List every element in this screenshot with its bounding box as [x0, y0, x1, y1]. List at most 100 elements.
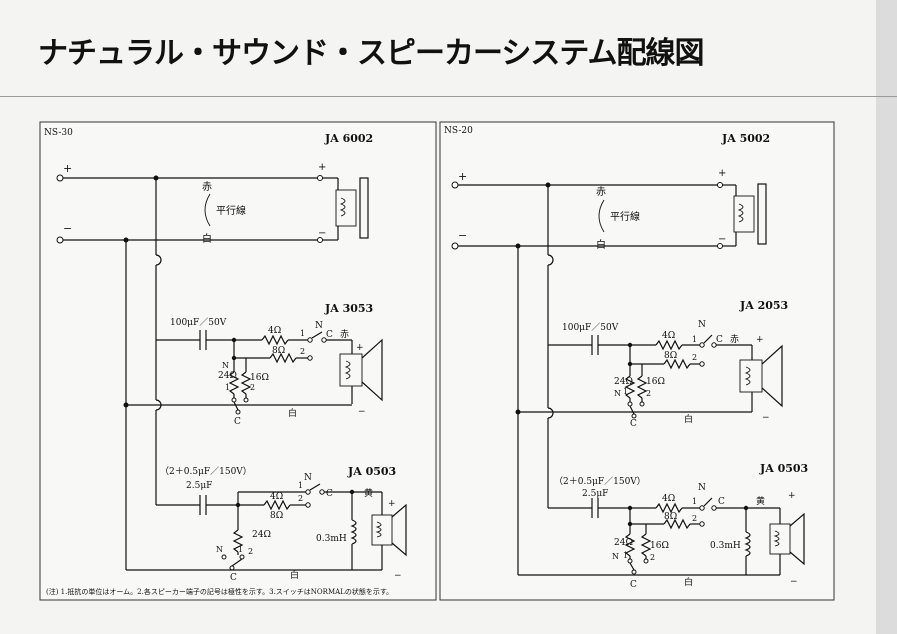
svg-text:白: 白 — [290, 569, 299, 581]
page-title: ナチュラル・サウンド・スピーカーシステム配線図 — [38, 36, 704, 71]
svg-text:−: − — [358, 407, 366, 417]
svg-text:N: N — [222, 361, 229, 370]
ns20-woofer-label: JA 5002 — [721, 132, 770, 145]
svg-text:8Ω: 8Ω — [272, 346, 285, 356]
ns20-tweeter-capacitor-label: 2.5μF — [582, 489, 608, 499]
svg-text:N: N — [698, 320, 706, 330]
panel-ns20 — [439, 121, 835, 601]
ns20-mid-capacitor-label: 100μF／50V — [562, 322, 619, 333]
svg-text:白: 白 — [288, 407, 297, 419]
ns20-mid-label: JA 2053 — [739, 299, 788, 312]
svg-text:4Ω: 4Ω — [270, 492, 283, 502]
svg-text:C: C — [326, 330, 333, 340]
svg-text:+: + — [356, 343, 364, 353]
svg-text:黄: 黄 — [756, 495, 765, 507]
svg-text:1: 1 — [623, 387, 628, 396]
svg-text:C: C — [630, 580, 637, 590]
svg-text:白: 白 — [684, 413, 693, 425]
svg-text:1: 1 — [225, 383, 230, 392]
svg-text:2: 2 — [646, 389, 651, 398]
svg-text:白: 白 — [684, 576, 693, 588]
svg-text:1: 1 — [300, 329, 305, 338]
svg-text:1: 1 — [238, 545, 243, 554]
svg-text:−: − — [718, 234, 726, 245]
svg-text:16Ω: 16Ω — [650, 541, 669, 551]
svg-text:+: + — [756, 335, 764, 345]
svg-text:C: C — [716, 335, 723, 345]
ns20-tweeter-capacitor-spec: （2＋0.5μF／150V） — [554, 476, 646, 487]
svg-text:N: N — [315, 321, 323, 331]
ns30-circuit: NS-30 JA 6002 JA 3053 JA 0503 + − + − 赤 … — [44, 128, 407, 596]
ns20-cable-label: 平行線 — [610, 210, 640, 223]
svg-text:1: 1 — [692, 335, 697, 344]
svg-text:2: 2 — [650, 553, 655, 562]
svg-text:+: + — [788, 491, 796, 501]
svg-text:24Ω: 24Ω — [614, 538, 633, 548]
page-edge-shadow — [876, 0, 897, 634]
svg-text:赤: 赤 — [596, 186, 606, 198]
svg-text:−: − — [394, 571, 402, 581]
svg-text:赤: 赤 — [340, 329, 349, 340]
ns20-tweeter-label: JA 0503 — [759, 462, 808, 475]
ns20-input-plus: + — [458, 170, 467, 183]
svg-text:黄: 黄 — [364, 487, 373, 499]
svg-text:C: C — [326, 489, 333, 499]
svg-text:N: N — [698, 483, 706, 493]
ns30-mid-label: JA 3053 — [324, 302, 373, 315]
ns30-model-label: NS-30 — [44, 128, 73, 138]
svg-text:24Ω: 24Ω — [614, 377, 633, 387]
svg-text:1: 1 — [298, 481, 303, 490]
svg-text:2: 2 — [692, 514, 697, 523]
svg-text:C: C — [718, 497, 725, 507]
svg-text:+: + — [388, 499, 396, 509]
svg-text:24Ω: 24Ω — [252, 530, 271, 540]
svg-text:C: C — [234, 417, 241, 427]
svg-text:−: − — [762, 413, 770, 423]
svg-text:2: 2 — [298, 494, 303, 503]
ns30-inductor-label: 0.3mH — [316, 534, 347, 544]
ns30-footnote: (注) 1.抵抗の単位はオーム。2.各スピーカー端子の記号は極性を示す。3.スイ… — [46, 587, 393, 596]
ns30-tweeter-capacitor-spec: （2＋0.5μF／150V） — [160, 466, 252, 477]
svg-text:+: + — [718, 168, 726, 179]
svg-text:C: C — [630, 419, 637, 429]
svg-text:24Ω: 24Ω — [218, 371, 237, 381]
ns30-tweeter-capacitor-label: 2.5μF — [186, 481, 212, 491]
svg-text:−: − — [790, 577, 798, 587]
svg-text:+: + — [318, 162, 326, 173]
ns30-woofer-label: JA 6002 — [324, 132, 373, 145]
svg-text:4Ω: 4Ω — [662, 331, 675, 341]
svg-text:N: N — [612, 552, 619, 561]
svg-text:8Ω: 8Ω — [270, 511, 283, 521]
svg-text:N: N — [304, 473, 312, 483]
ns30-mid-capacitor-label: 100μF／50V — [170, 317, 227, 328]
svg-text:8Ω: 8Ω — [664, 351, 677, 361]
ns20-circuit: NS-20 JA 5002 JA 2053 JA 0503 + − + − 赤 … — [444, 126, 808, 590]
svg-text:赤: 赤 — [730, 334, 739, 345]
svg-text:N: N — [614, 389, 621, 398]
svg-text:4Ω: 4Ω — [662, 494, 675, 504]
svg-text:2: 2 — [300, 347, 305, 356]
svg-text:4Ω: 4Ω — [268, 326, 281, 336]
ns20-model-label: NS-20 — [444, 126, 473, 136]
svg-text:16Ω: 16Ω — [250, 373, 269, 383]
ns20-inductor-label: 0.3mH — [710, 541, 741, 551]
ns30-input-plus: + — [63, 162, 72, 175]
ns30-tweeter-label: JA 0503 — [347, 465, 396, 478]
svg-text:1: 1 — [692, 497, 697, 506]
svg-text:−: − — [318, 228, 326, 239]
svg-text:赤: 赤 — [202, 181, 212, 193]
ns30-input-minus: − — [63, 222, 72, 235]
title-divider — [0, 96, 897, 97]
svg-text:2: 2 — [692, 353, 697, 362]
svg-text:C: C — [230, 573, 237, 583]
svg-text:N: N — [216, 545, 223, 554]
svg-text:白: 白 — [596, 238, 606, 251]
svg-text:8Ω: 8Ω — [664, 512, 677, 522]
ns30-cable-label: 平行線 — [216, 204, 246, 217]
svg-text:1: 1 — [623, 551, 628, 560]
svg-text:白: 白 — [202, 232, 212, 245]
ns20-input-minus: − — [458, 229, 467, 242]
svg-text:2: 2 — [248, 547, 253, 556]
svg-text:16Ω: 16Ω — [646, 377, 665, 387]
